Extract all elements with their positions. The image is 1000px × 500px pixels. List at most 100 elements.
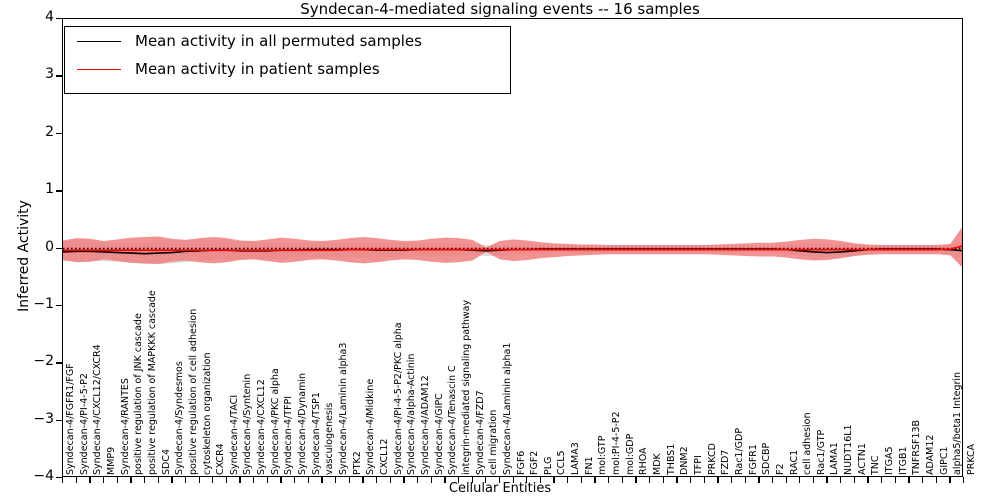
x-tick-mark — [102, 477, 105, 483]
x-tick-mark — [307, 477, 310, 483]
x-tick-label: Syndecan-4/PKC alpha — [269, 368, 281, 475]
x-tick-label: CXCR4 — [215, 443, 227, 475]
x-tick-label: ADAM12 — [925, 434, 937, 475]
x-tick-label: MMP9 — [105, 446, 117, 475]
x-tick-mark — [580, 477, 583, 483]
x-tick-label: Syndecan-4/Tenascin C — [447, 365, 459, 475]
y-tick-mark — [56, 362, 63, 364]
x-tick-mark — [362, 477, 364, 483]
x-tick-label: ACTN1 — [856, 443, 868, 475]
x-tick-mark — [130, 477, 132, 483]
x-tick-mark — [116, 477, 118, 483]
x-tick-mark — [894, 477, 897, 483]
x-tick-label: Syndecan-4/Dynamin — [297, 373, 309, 475]
x-tick-label: MDK — [652, 453, 663, 475]
y-tick-mark — [56, 18, 63, 20]
x-tick-mark — [826, 477, 828, 483]
x-tick-mark — [375, 477, 378, 483]
x-tick-mark — [294, 477, 296, 483]
x-tick-mark — [321, 477, 323, 483]
x-tick-mark — [253, 477, 255, 483]
x-tick-mark — [771, 477, 774, 483]
x-tick-label: PLG — [542, 456, 554, 475]
x-tick-label: F2 — [774, 463, 786, 475]
y-tick-mark — [56, 304, 63, 307]
x-tick-label: TNC — [870, 455, 882, 475]
x-tick-label: Syndecan-4/PI-4-5-P2/PKC alpha — [392, 322, 404, 475]
x-tick-label: Syndecan-4/TACI — [228, 394, 240, 475]
x-tick-label: Syndecan-4/GIPC — [433, 393, 445, 475]
x-tick-mark — [430, 477, 432, 483]
x-tick-label: Syndecan-4/Laminin alpha1 — [501, 342, 513, 475]
x-tick-label: vasculogenesis — [324, 402, 336, 475]
x-tick-label: NUDT16L1 — [843, 424, 855, 475]
x-tick-label: mol:GDP — [624, 433, 636, 475]
x-tick-label: DNM2 — [679, 446, 691, 475]
x-tick-label: Syndecan-4/CXCL12 — [256, 379, 268, 475]
x-tick-label: Rac1/GDP — [733, 427, 745, 475]
x-tick-mark — [853, 477, 856, 483]
x-tick-mark — [171, 477, 173, 483]
patient-mean-line — [63, 245, 962, 252]
x-tick-label: positive regulation of cell adhesion — [187, 308, 199, 475]
y-tick-label: 0 — [45, 238, 54, 255]
x-tick-mark — [89, 477, 91, 483]
x-tick-mark — [635, 477, 637, 483]
x-tick-label: mol:GTP — [597, 435, 609, 475]
x-tick-mark — [212, 477, 214, 483]
x-tick-label: Syndecan-4/ADAM12 — [419, 375, 431, 475]
x-tick-mark — [143, 477, 146, 483]
x-tick-mark — [676, 477, 678, 483]
y-tick-mark — [56, 477, 63, 479]
x-tick-mark — [239, 477, 241, 483]
legend-line-icon — [77, 68, 121, 70]
y-tick-mark — [56, 190, 63, 192]
x-tick-label: Syndecan-4/alpha-Actinin — [406, 353, 418, 475]
x-tick-mark — [512, 477, 514, 483]
x-tick-mark — [963, 477, 965, 483]
y-tick-label: −4 — [33, 468, 54, 484]
x-tick-mark — [75, 477, 77, 483]
x-tick-mark — [539, 477, 542, 483]
x-tick-label: Syndecan-4/TFPI — [283, 395, 295, 475]
x-tick-label: CCL5 — [556, 450, 568, 475]
x-tick-label: cell migration — [488, 409, 500, 475]
x-tick-mark — [266, 477, 269, 483]
x-tick-label: Syndecan-4/FZD7 — [474, 390, 486, 475]
x-tick-mark — [812, 477, 815, 483]
x-tick-mark — [785, 477, 787, 483]
x-tick-mark — [457, 477, 460, 483]
x-tick-mark — [908, 477, 910, 483]
x-tick-label: RAC1 — [788, 449, 800, 475]
x-tick-mark — [225, 477, 228, 483]
x-tick-label: SDCBP — [761, 442, 773, 475]
x-tick-label: SDC4 — [160, 448, 172, 475]
chart-legend: Mean activity in all permuted samples Me… — [64, 26, 511, 94]
x-tick-label: positive regulation of MAPKKK cascade — [146, 290, 158, 475]
x-tick-label: Syndecan-4/CXCL12/CXCR4 — [92, 344, 104, 475]
x-tick-mark — [485, 477, 487, 483]
x-tick-mark — [649, 477, 651, 483]
x-tick-mark — [867, 477, 869, 483]
x-tick-mark — [416, 477, 419, 483]
x-tick-mark — [348, 477, 350, 483]
x-tick-label: cell adhesion — [802, 412, 814, 475]
patient-confidence-band — [63, 227, 962, 268]
x-tick-mark — [280, 477, 282, 483]
x-tick-label: TFPI — [692, 455, 704, 475]
x-tick-label: alpha5/beta1 Integrin — [952, 371, 964, 475]
x-tick-mark — [730, 477, 733, 483]
x-tick-label: FGFR1 — [747, 444, 759, 475]
y-tick-label: 2 — [45, 123, 54, 140]
x-tick-mark — [498, 477, 501, 483]
x-tick-label: LAMA1 — [829, 442, 841, 475]
legend-entry: Mean activity in all permuted samples — [65, 27, 510, 55]
x-tick-label: Syndecan-4/Syntenin — [242, 373, 254, 475]
x-tick-mark — [594, 477, 596, 483]
x-tick-label: FGF6 — [515, 450, 527, 475]
x-tick-mark — [922, 477, 924, 483]
x-tick-mark — [935, 477, 937, 483]
